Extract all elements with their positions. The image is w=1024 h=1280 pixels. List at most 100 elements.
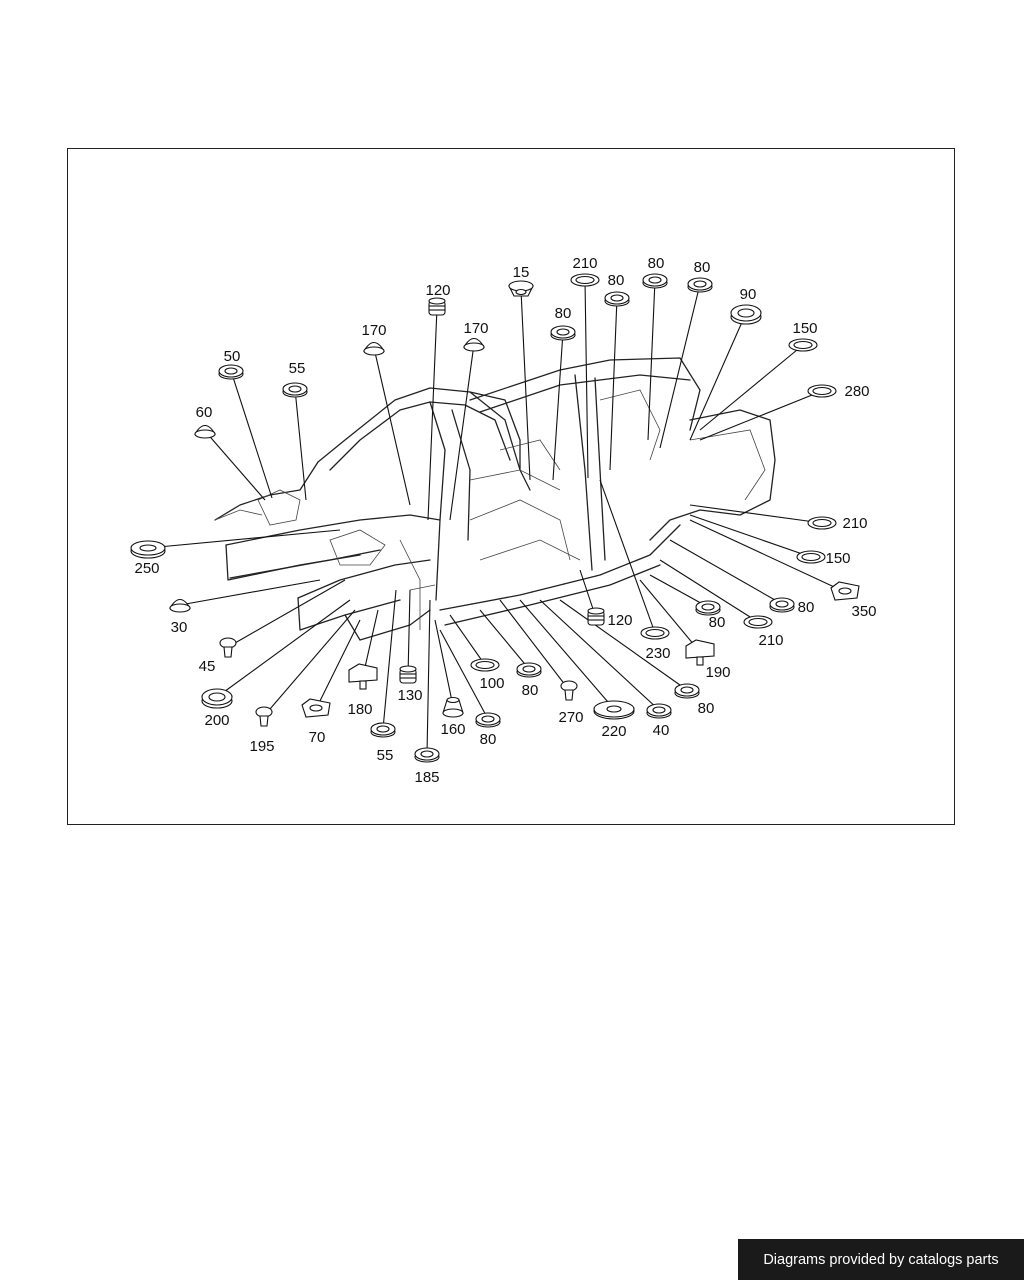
callout-label-c210c: 210 [842,515,867,532]
ribbed-plug-icon [428,297,446,316]
callout-label-c80g: 80 [698,700,715,717]
grommet-icon [414,747,440,763]
dome-plug-icon [169,598,191,613]
grommet-icon [695,600,721,616]
flat-washer-icon [807,384,837,398]
leader-line-c120a [427,307,438,521]
grommet-icon [604,291,630,307]
footer-text: Diagrams provided by catalogs parts [763,1251,999,1268]
callout-label-c185: 185 [414,769,439,786]
flat-washer-icon [470,658,500,672]
leader-line-c60 [204,430,266,501]
callout-label-c80e: 80 [480,731,497,748]
callout-label-c170a: 170 [361,322,386,339]
flat-washer-icon [640,626,670,640]
dome-plug-icon [194,424,216,439]
leader-line-c80f [479,609,530,670]
callout-label-c195: 195 [249,738,274,755]
leader-line-c80c [659,283,701,449]
callout-label-c80f: 80 [522,682,539,699]
square-pad-icon [830,581,860,601]
callout-label-c230: 230 [645,645,670,662]
callout-label-c100: 100 [479,675,504,692]
leader-line-c40 [539,599,660,711]
grommet-icon [646,703,672,719]
grommet-icon [370,722,396,738]
grommet-icon [475,712,501,728]
dome-plug-icon [363,341,385,356]
callout-label-c80i: 80 [798,599,815,616]
callout-label-c50: 50 [224,348,241,365]
diagram-frame [67,148,955,825]
clip-icon [255,706,273,727]
leader-line-c210b [659,559,759,623]
ribbed-plug-icon [399,665,417,684]
callout-label-c90: 90 [740,286,757,303]
leader-line-c195 [263,609,356,717]
grommet-icon [642,273,668,289]
leader-line-c15 [520,289,531,481]
callout-label-c190: 190 [705,664,730,681]
ribbed-plug-icon [587,607,605,626]
callout-label-c170b: 170 [463,320,488,337]
callout-label-c55b: 55 [377,747,394,764]
callout-label-c80b: 80 [648,255,665,272]
block-clip-icon [685,639,715,666]
callout-label-c120a: 120 [425,282,450,299]
leader-line-c170b [449,343,475,521]
callout-label-c80d: 80 [555,305,572,322]
leader-line-c130 [407,589,411,677]
leader-line-c170a [373,347,411,506]
callout-label-c130: 130 [397,687,422,704]
callout-label-c180: 180 [347,701,372,718]
leader-line-c50 [230,370,273,499]
callout-label-c250: 250 [134,560,159,577]
leader-line-c55b [382,589,397,730]
grommet-cap-icon [508,280,534,297]
leader-line-c45 [227,579,346,648]
leader-line-c250 [147,529,341,549]
block-clip-icon [348,663,378,690]
leader-line-c30 [179,579,321,606]
flat-washer-icon [788,338,818,352]
callout-label-c120b: 120 [607,612,632,629]
callout-labels: 15 210 80 80 80 90 150 280 120 170 170 80 50 55 60 250 3… [134,255,876,786]
leader-line-c160 [434,619,454,707]
leader-lines [147,279,846,755]
leader-line-c280 [699,390,823,441]
clip-icon [219,637,237,658]
leader-line-c185 [426,599,431,755]
leader-line-c270 [499,599,570,691]
leader-line-c230 [599,479,656,634]
footer-badge: Diagrams provided by catalogs parts [738,1239,1024,1280]
leader-line-c80e [439,629,489,720]
callout-label-c55a: 55 [289,360,306,377]
callout-label-c350: 350 [851,603,876,620]
leader-line-c80g [559,599,688,691]
leader-line-c80b [647,279,656,441]
flat-washer-icon [796,550,826,564]
car-body-illustration [214,357,776,641]
callout-label-c80h: 80 [709,614,726,631]
callout-label-c70: 70 [309,729,326,746]
callout-label-c60: 60 [196,404,213,421]
callout-label-c280: 280 [844,383,869,400]
leader-line-c80h [649,574,709,608]
callout-label-c45: 45 [199,658,216,675]
leader-line-c210c [689,504,823,524]
callout-label-c220: 220 [601,723,626,740]
flat-disc-icon [130,540,166,559]
callout-label-c15: 15 [513,264,530,281]
callout-label-c150b: 150 [825,550,850,567]
grommet-icon [282,382,308,398]
flat-washer-icon [743,615,773,629]
callout-label-c80c: 80 [694,259,711,276]
leader-line-c150b [689,514,812,558]
grommet-large-icon [730,304,762,325]
clip-icon [560,680,578,701]
leader-line-c80a [609,297,618,471]
square-pad-icon [301,698,331,718]
callout-label-c80a: 80 [608,272,625,289]
leader-line-c100 [449,614,486,666]
